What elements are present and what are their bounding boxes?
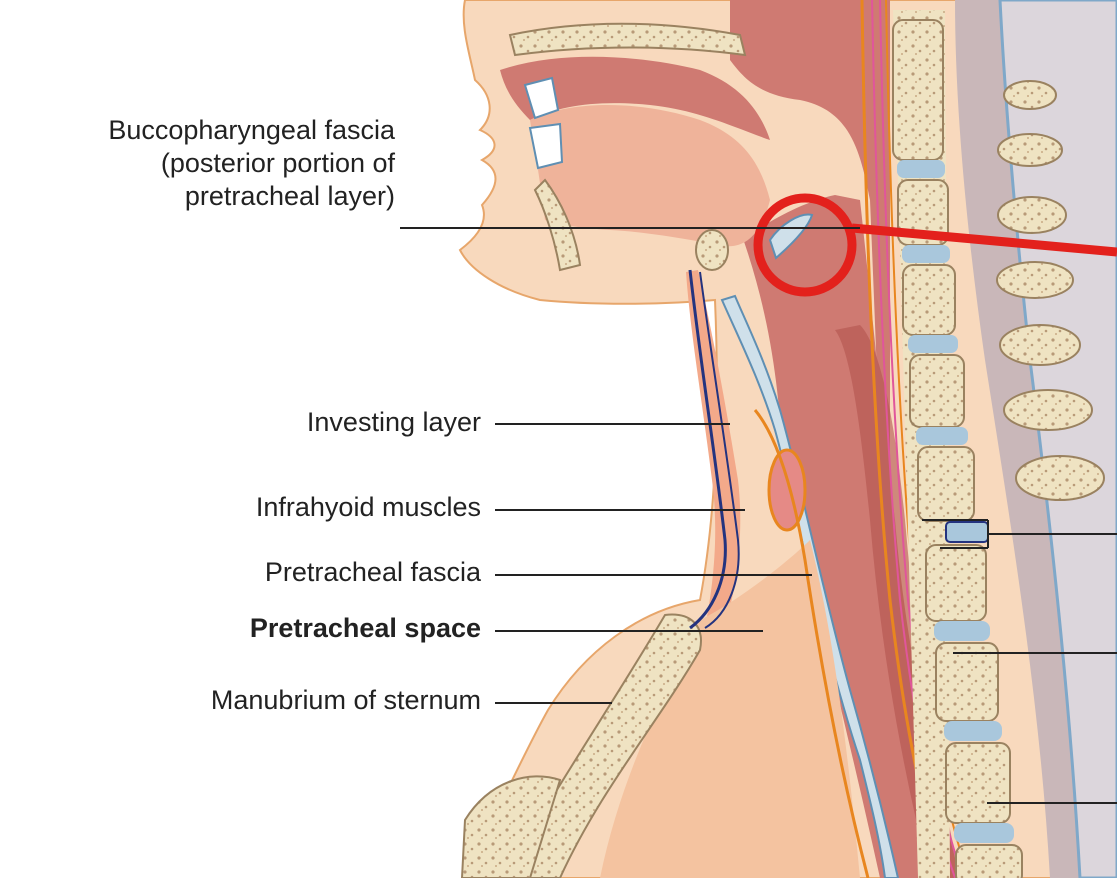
label-manubrium-of-sternum: Manubrium of sternum (211, 684, 481, 717)
label-pretracheal-space: Pretracheal space (250, 612, 481, 645)
label-investing-layer: Investing layer (307, 406, 481, 439)
label-infrahyoid-muscles: Infrahyoid muscles (256, 491, 481, 524)
hyoid (696, 230, 728, 270)
label-line: Buccopharyngeal fascia (108, 114, 395, 147)
label-pretracheal-fascia: Pretracheal fascia (265, 556, 481, 589)
thyroid-gland (769, 450, 805, 530)
label-line: (posterior portion of (108, 147, 395, 180)
label-line: pretracheal layer) (108, 180, 395, 213)
label-buccopharyngeal-fascia: Buccopharyngeal fascia (posterior portio… (108, 114, 395, 213)
